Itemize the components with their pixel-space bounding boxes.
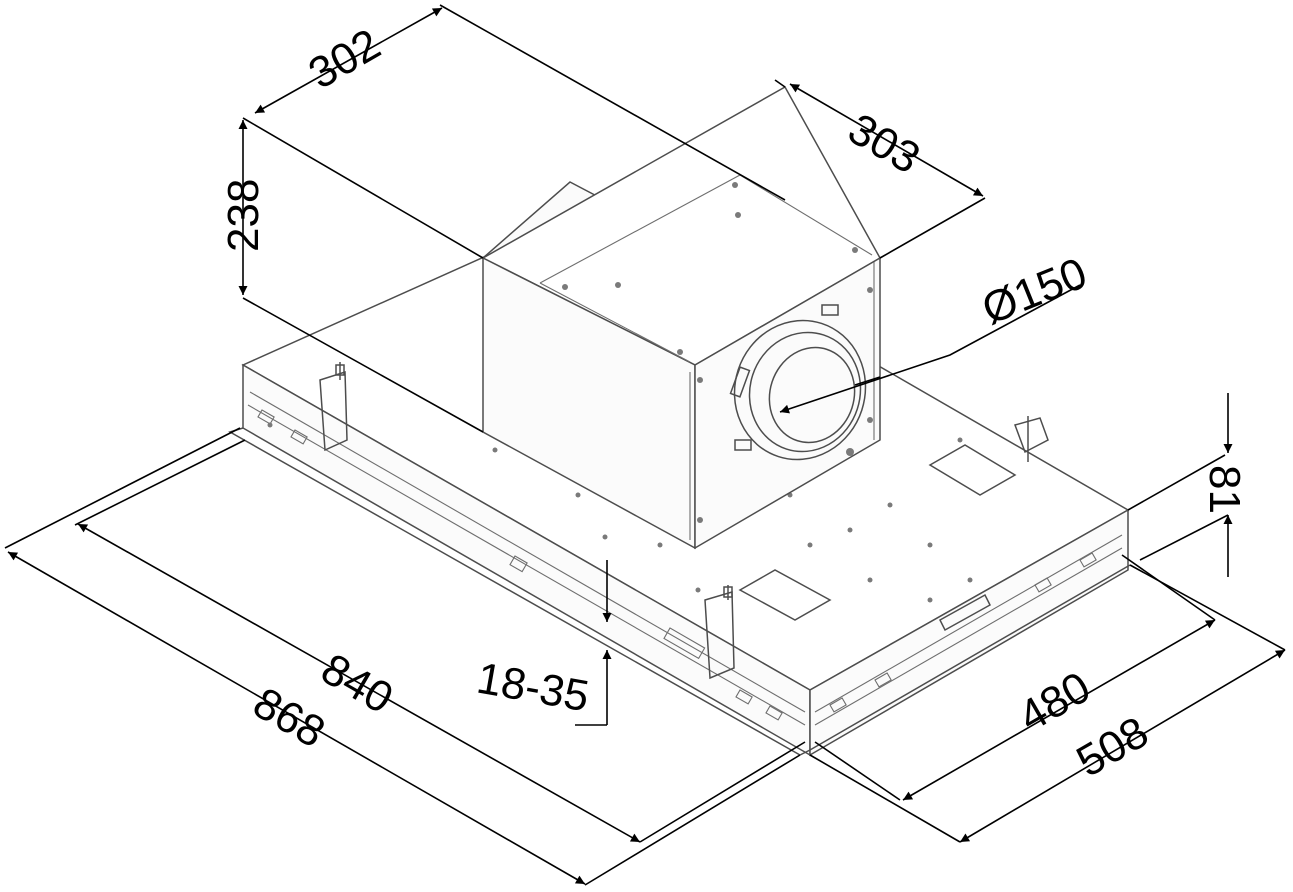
cutout-front xyxy=(738,569,832,621)
mounting-bracket-icon xyxy=(704,585,735,680)
mounting-bracket-icon xyxy=(1014,416,1049,462)
dim-label-302: 302 xyxy=(301,20,389,99)
dim-label-303: 303 xyxy=(840,104,928,183)
dim-label-508: 508 xyxy=(1069,708,1157,787)
dimension-lines xyxy=(4,4,1286,886)
dim-arrow-303 xyxy=(789,83,984,197)
dim-arrow-302 xyxy=(254,7,443,114)
motor-right-face xyxy=(694,256,881,550)
cutout-right xyxy=(928,444,1017,496)
motor-unit xyxy=(481,85,882,550)
dim-arrow-480 xyxy=(902,619,1216,801)
dim-label-81: 81 xyxy=(1200,465,1249,514)
outlet-collar-icon xyxy=(729,304,867,461)
dim-arrow-840 xyxy=(77,523,641,843)
dim-label-18-35: 18-35 xyxy=(473,654,592,722)
mounting-bracket-icon xyxy=(319,362,348,452)
dim-label-150: Ø150 xyxy=(975,249,1093,335)
dim-label-238: 238 xyxy=(219,179,268,252)
